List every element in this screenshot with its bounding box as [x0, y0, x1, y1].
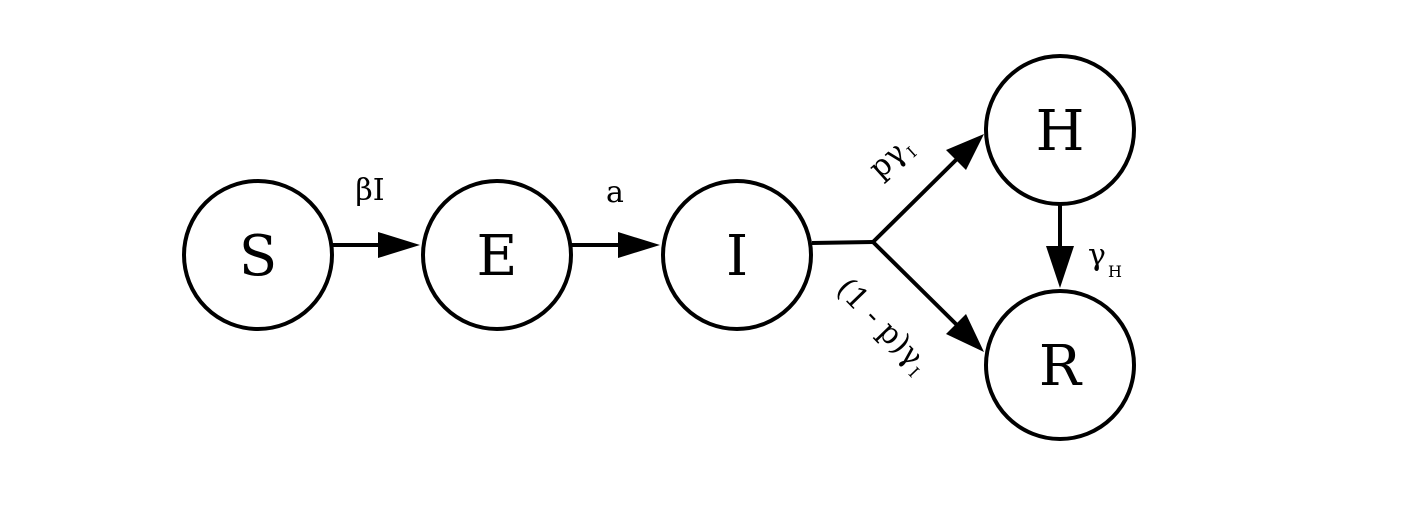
arrowhead-h-r [1046, 246, 1074, 288]
label-s-e: βI [355, 173, 384, 208]
arrowhead-i-r [946, 314, 984, 352]
node-e: E [421, 179, 573, 331]
edge-i-h [871, 154, 962, 244]
label-e-i: a [606, 175, 624, 210]
node-r-label: R [1039, 334, 1083, 399]
node-i: I [661, 179, 813, 331]
node-r: R [984, 289, 1136, 441]
node-i-label: I [726, 224, 748, 289]
edge-i-junction [811, 240, 874, 245]
label-i-h: pγI [862, 130, 921, 188]
label-i-r-main: (1 - p)γ [829, 271, 930, 374]
node-s-label: S [239, 224, 277, 289]
label-h-r-sub: H [1108, 262, 1122, 281]
arrowhead-e-i [618, 232, 660, 258]
label-h-r-main: γ [1088, 238, 1106, 273]
label-i-h-main: pγ [862, 135, 913, 186]
node-h-label: H [1036, 99, 1085, 164]
arrowhead-i-h [946, 134, 984, 170]
arrowhead-s-e [378, 232, 420, 258]
node-e-label: E [477, 224, 518, 289]
node-h: H [984, 54, 1136, 206]
edge-i-r [871, 240, 962, 330]
node-s: S [182, 179, 334, 331]
